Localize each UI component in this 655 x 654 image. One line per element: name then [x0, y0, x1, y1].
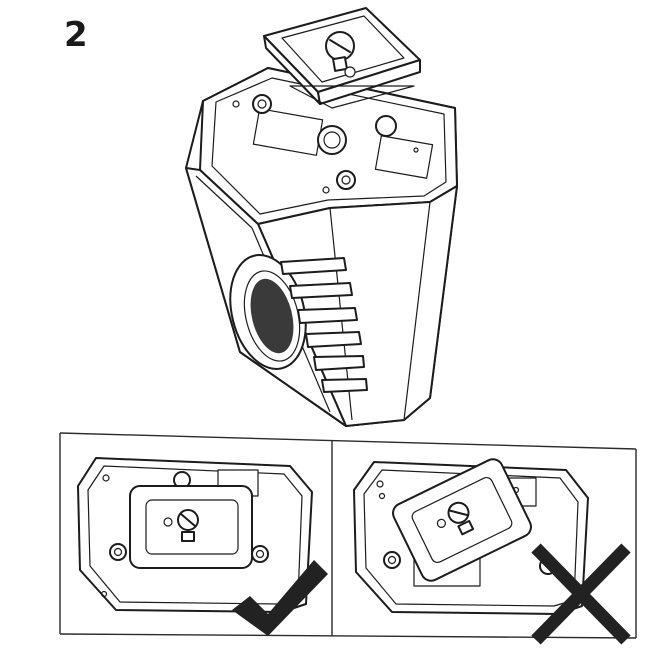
checkmark-icon — [232, 560, 328, 636]
quick-release-plate — [263, 7, 421, 109]
cross-icon — [531, 543, 631, 645]
device-illustration — [185, 7, 458, 427]
correct-placement-panel — [77, 457, 328, 636]
top-face-details — [232, 94, 434, 194]
incorrect-placement-panel — [353, 458, 631, 645]
vent-slots — [280, 257, 368, 393]
step-number: 2 — [64, 15, 88, 55]
speaker-grille — [229, 254, 307, 370]
